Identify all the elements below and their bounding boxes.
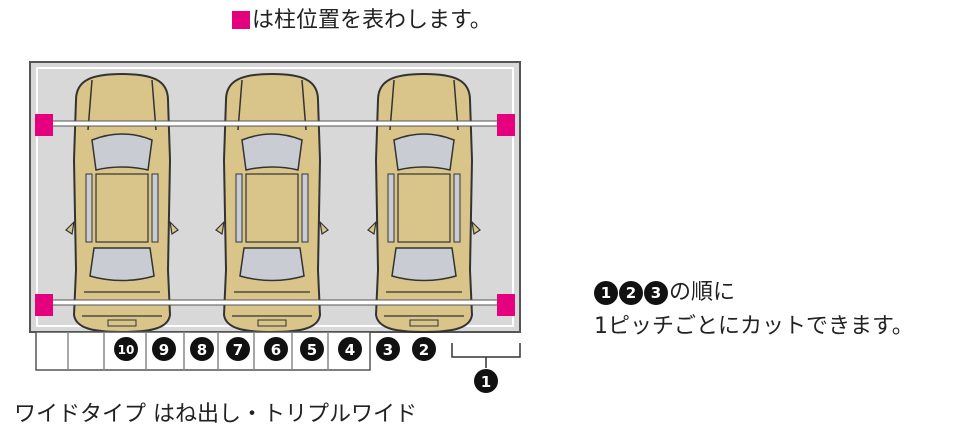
column-bottom-right bbox=[497, 294, 515, 316]
panel-number-6: 6 bbox=[264, 337, 288, 361]
car-center bbox=[215, 73, 329, 333]
cut-marker-1: 1 bbox=[474, 369, 498, 393]
svg-text:8: 8 bbox=[197, 341, 207, 359]
svg-text:6: 6 bbox=[271, 341, 281, 359]
beam-top bbox=[45, 120, 507, 127]
legend: は柱位置を表わします。 bbox=[232, 6, 492, 36]
svg-text:5: 5 bbox=[307, 341, 317, 359]
marker-3-icon: 3 bbox=[644, 281, 668, 305]
panel-number-5: 5 bbox=[300, 337, 324, 361]
note-line1: の順に bbox=[669, 280, 736, 305]
note-line2: 1ピッチごとにカットできます。 bbox=[594, 314, 914, 339]
column-swatch-icon bbox=[232, 11, 250, 29]
panel-number-7: 7 bbox=[226, 337, 250, 361]
caption: ワイドタイプ はね出し・トリプルワイド bbox=[14, 402, 417, 427]
column-top-left bbox=[35, 114, 53, 136]
column-bottom-left bbox=[35, 294, 53, 316]
svg-text:1: 1 bbox=[481, 373, 491, 391]
marker-2-icon: 2 bbox=[619, 281, 643, 305]
car-left bbox=[65, 73, 179, 333]
legend-text: は柱位置を表わします。 bbox=[252, 8, 492, 33]
car-right bbox=[367, 73, 481, 333]
panel-number-3: 3 bbox=[376, 337, 400, 361]
column-top-right bbox=[497, 114, 515, 136]
svg-text:4: 4 bbox=[345, 341, 355, 359]
cut-bracket bbox=[451, 343, 521, 358]
marker-1-icon: 1 bbox=[594, 281, 618, 305]
svg-text:2: 2 bbox=[419, 341, 429, 359]
beam-bottom bbox=[45, 299, 507, 306]
svg-text:3: 3 bbox=[383, 341, 393, 359]
panel-number-8: 8 bbox=[190, 337, 214, 361]
panel-number-9: 9 bbox=[152, 337, 176, 361]
svg-text:7: 7 bbox=[233, 341, 243, 359]
panel-number-2: 2 bbox=[412, 337, 436, 361]
panel-number-10: 10 bbox=[114, 337, 138, 361]
panel-number-4: 4 bbox=[338, 337, 362, 361]
svg-text:10: 10 bbox=[118, 343, 135, 357]
svg-text:9: 9 bbox=[159, 341, 169, 359]
